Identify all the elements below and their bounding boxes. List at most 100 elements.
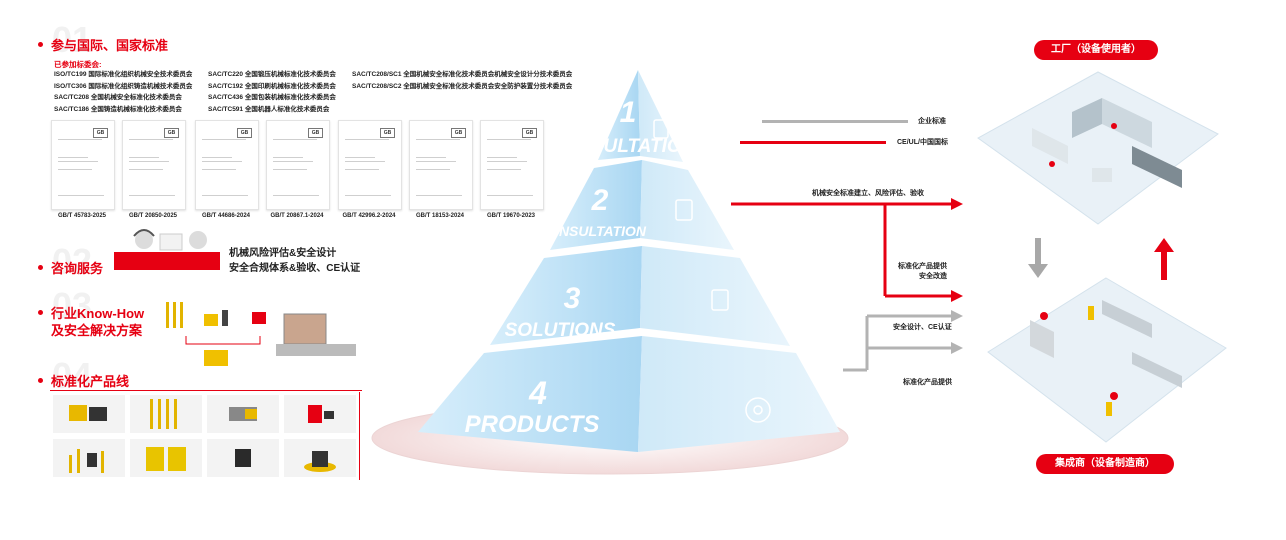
- consultant-avatar: [135, 231, 153, 249]
- factory-machine-icon: [1032, 128, 1068, 164]
- standard-document-code: GB/T 44686-2024: [201, 213, 251, 219]
- committee-item: ISO/TC199 国际标准化组织机械安全技术委员会: [54, 71, 193, 78]
- document-text-line: [416, 195, 462, 196]
- integrator-title-badge: 集成商（设备制造商）: [1036, 454, 1174, 474]
- standard-document-thumbnail[interactable]: GB: [338, 120, 402, 210]
- section-number-03: 03: [52, 285, 93, 326]
- document-text-line: [345, 161, 385, 162]
- document-text-line: [202, 161, 242, 162]
- section-title-text: 参与国际、国家标准: [51, 38, 169, 53]
- gb-logo-icon: GB: [308, 128, 323, 138]
- committee-item: SAC/TC208 全国机械安全标准化技术委员会: [54, 94, 182, 101]
- committee-item: SAC/TC436 全国包装机械标准化技术委员会: [208, 94, 336, 101]
- consulting-line: 安全合规体系&验收、CE认证: [229, 263, 361, 274]
- pyramid-label-gb: CONSULTATION: [549, 136, 697, 157]
- product-cell[interactable]: [53, 395, 125, 433]
- document-text-line: [58, 169, 92, 170]
- switch-icon: [222, 310, 228, 326]
- flow-arrows: [731, 198, 963, 372]
- pyramid-label-consultation: CONSULTATION: [538, 223, 647, 239]
- pyramid-num-4: 4: [528, 375, 547, 411]
- standard-document-code: GB/T 45783-2025: [57, 213, 107, 219]
- standard-document-code: GB/T 18153-2024: [415, 213, 465, 219]
- integrator-illustration: [987, 277, 1227, 443]
- document-text-line: [416, 161, 456, 162]
- document-text-line: [273, 161, 313, 162]
- factory-building-icon: [1102, 98, 1152, 148]
- arrow-label-line: 安全改造: [919, 273, 947, 280]
- pyramid-tier-consultation-right: [640, 160, 734, 250]
- machine-cell-icon: [283, 313, 327, 345]
- product-sensor-icon: [89, 407, 107, 421]
- product-cell[interactable]: [284, 439, 356, 477]
- pyramid-num-3: 3: [564, 282, 581, 315]
- legend-red-line: [740, 141, 886, 144]
- bullet-icon: [38, 42, 43, 48]
- pyramid-tier-solutions-right: [640, 246, 790, 346]
- committee-item: SAC/TC220 全国锻压机械标准化技术委员会: [208, 71, 336, 78]
- committee-item: SAC/TC208/SC2 全国机械安全标准化技术委员会安全防护装置分技术委员会: [352, 82, 573, 90]
- document-text-line: [58, 195, 104, 196]
- factory-warehouse-icon: [1132, 146, 1182, 188]
- product-cell[interactable]: [284, 395, 356, 433]
- product-scanner-icon: [235, 449, 251, 467]
- section-number-01: 01: [52, 19, 93, 60]
- light-curtain-icon: [180, 302, 183, 328]
- product-cell[interactable]: [130, 395, 202, 433]
- service-pyramid: 1 CONSULTATION 2 CONSULTATION 3 SOLUTION…: [371, 70, 849, 475]
- product-cell[interactable]: [207, 395, 279, 433]
- down-arrow-icon: [1035, 238, 1041, 266]
- document-text-line: [273, 169, 307, 170]
- committee-item: SAC/TC208/SC1 全国机械安全标准化技术委员会机械安全设计分技术委员会: [352, 71, 573, 78]
- document-text-line: [487, 157, 517, 158]
- section-title-products: 标准化产品线: [38, 373, 129, 390]
- gb-logo-icon: GB: [164, 128, 179, 138]
- pyramid-tier-consultation-left: [550, 160, 642, 250]
- integrator-floor: [987, 277, 1227, 443]
- arrow-head-icon: [951, 290, 963, 302]
- arrow-label-ce: 安全设计、CE认证: [893, 324, 952, 331]
- section-title-knowhow: 行业Know-How 及安全解决方案: [38, 305, 144, 339]
- standard-document-code: GB/T 20850-2025: [128, 213, 178, 219]
- product-cell[interactable]: [130, 439, 202, 477]
- document-text-line: [345, 139, 389, 140]
- document-text-line: [345, 157, 375, 158]
- factory-illustration: [977, 71, 1219, 225]
- product-cell[interactable]: [53, 439, 125, 477]
- document-text-line: [416, 157, 446, 158]
- section-title-standards: 参与国际、国家标准: [38, 37, 168, 54]
- committee-item: SAC/TC192 全国印刷机械标准化技术委员会: [208, 82, 336, 90]
- exchange-arrows: [1028, 238, 1174, 280]
- arrow-head-icon: [951, 310, 963, 322]
- up-arrow-icon: [1154, 238, 1174, 252]
- standard-document-thumbnail[interactable]: GB: [122, 120, 186, 210]
- products-divider-vertical: [359, 392, 360, 480]
- committee-col-2: SAC/TC220 全国锻压机械标准化技术委员会 SAC/TC192 全国印刷机…: [208, 69, 336, 115]
- standard-document-thumbnail[interactable]: GB: [409, 120, 473, 210]
- product-cell[interactable]: [207, 439, 279, 477]
- standard-document-thumbnail[interactable]: GB: [266, 120, 330, 210]
- document-text-line: [487, 195, 533, 196]
- pyramid-num-2: 2: [591, 184, 609, 217]
- clipboard-icon: [675, 199, 693, 221]
- worker-icon: [1088, 306, 1094, 320]
- bullet-icon: [38, 378, 43, 384]
- section-number-04: 04: [52, 355, 93, 396]
- standard-document-thumbnail[interactable]: GB: [51, 120, 115, 210]
- light-curtain-icon: [166, 302, 169, 328]
- connector-line: [185, 336, 261, 345]
- document-text-line: [345, 195, 391, 196]
- consulting-illustration: [114, 229, 220, 270]
- standard-document-thumbnail[interactable]: GB: [480, 120, 544, 210]
- document-text-line: [202, 139, 246, 140]
- gb-logo-icon: GB: [522, 128, 537, 138]
- standard-document-thumbnail[interactable]: GB: [195, 120, 259, 210]
- section-title-consulting: 咨询服务: [38, 260, 103, 277]
- document-text-line: [129, 169, 163, 170]
- document-text-line: [416, 139, 460, 140]
- worker-icon: [1106, 402, 1112, 416]
- gear-icon: [745, 397, 771, 423]
- gb-logo-icon: GB: [237, 128, 252, 138]
- document-text-line: [58, 161, 98, 162]
- products-divider: [50, 390, 362, 391]
